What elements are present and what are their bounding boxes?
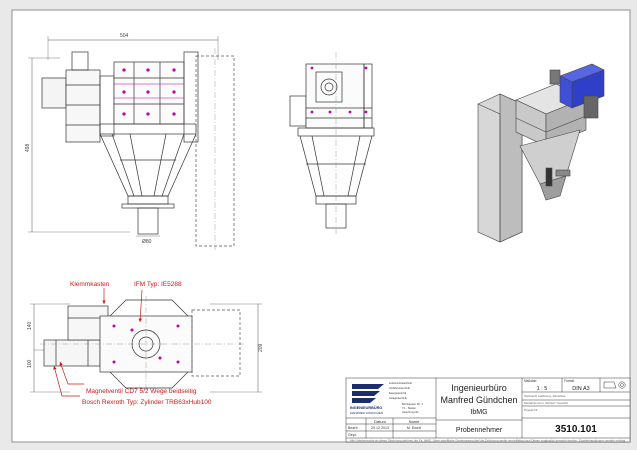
- drawn-date: 29.12.2013: [371, 426, 389, 430]
- col-date: Datum: [374, 419, 386, 424]
- scale-value: 1 : 5: [537, 386, 548, 392]
- dim-outlet-diameter: Ø80: [142, 239, 152, 245]
- dim-plan-height-b: 100: [27, 359, 33, 368]
- plan-view: [30, 296, 262, 394]
- company-abbr: IbMG: [470, 409, 487, 416]
- callout-valve: Magnetventil CD7 5/2 Wege beidseitig: [86, 388, 197, 395]
- dim-plan-height-right: 209: [258, 343, 264, 352]
- dim-overall-height: 498: [25, 143, 31, 152]
- logo-sub: MANFRED GÜNDCHEN: [350, 411, 383, 415]
- logo-label: INGENIEURBÜRO: [350, 405, 382, 410]
- col-name: Name: [409, 419, 420, 424]
- rev-note-1: Werkstoff, Halbzeug, Stückliste: [524, 394, 566, 398]
- dim-plan-height-a: 140: [27, 321, 33, 330]
- logo-line-0: Lebensmitteltechnik: [389, 381, 413, 385]
- rev-note-2: Modellnummer, Rohteil / Gewicht: [524, 401, 568, 405]
- logo-line-5: 71... Stetten: [402, 406, 417, 410]
- callout-leaders: [53, 288, 143, 397]
- scale-label: Maßstab: [524, 379, 537, 383]
- callout-terminal-box: Klemmkasten: [70, 281, 110, 288]
- isometric-view: [477, 63, 605, 243]
- logo-line-2: Energietechnik: [389, 391, 407, 395]
- company-line-2: Manfred Gündchen: [440, 395, 517, 405]
- drawn-name: M. Ewert: [407, 426, 421, 430]
- drawing-number: 3510.101: [555, 424, 597, 435]
- front-view: [28, 36, 235, 250]
- logo-line-3: Anlagentechnik: [389, 396, 407, 400]
- footer-copyright: Alle Urheberrechte an dieser Zeichnung g…: [350, 439, 626, 442]
- project-label: Projekt-Nr.: [524, 408, 538, 412]
- logo-line-4: Bernhausen Str. 1: [402, 402, 423, 406]
- row-drawn: Bearb.: [348, 426, 359, 430]
- side-view: [289, 52, 375, 236]
- title-block: [345, 377, 631, 443]
- row-checked: Gepr.: [348, 433, 357, 437]
- callout-sensor: IFM Typ: IE5288: [134, 281, 182, 288]
- logo-line-1: Verfahrenstechnik: [389, 386, 410, 390]
- format-value: DIN A3: [572, 386, 589, 392]
- company-line-1: Ingenieurbüro: [451, 383, 507, 393]
- dim-overall-width: 504: [120, 33, 129, 39]
- logo-line-6: www.ibmg.info: [402, 410, 419, 414]
- drawing-title: Probennehmer: [456, 427, 503, 434]
- callout-cylinder: Bosch Rexroth Typ: Zylinder TRB63xHub100: [82, 399, 212, 406]
- format-label: Format: [564, 379, 574, 383]
